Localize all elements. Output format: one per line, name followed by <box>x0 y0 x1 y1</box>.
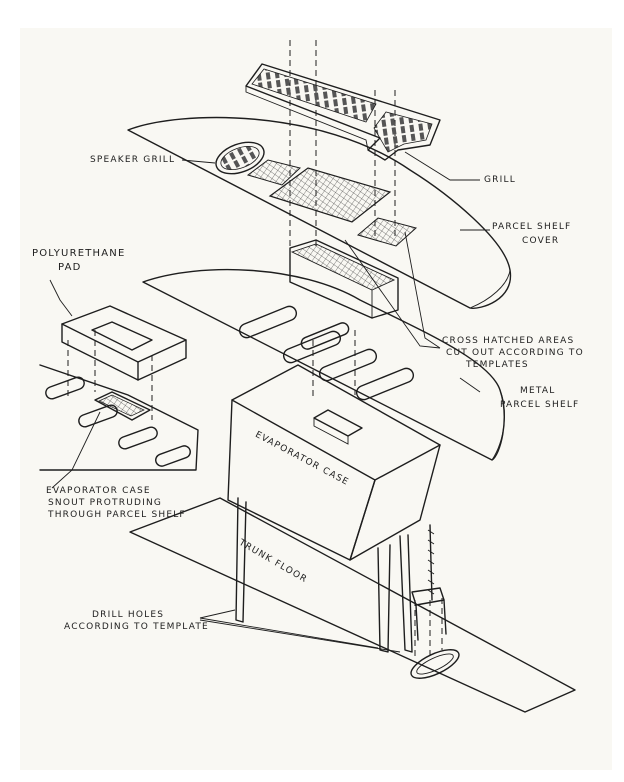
polyurethane-pad-part <box>61 305 187 381</box>
label-metal-line1: METAL <box>520 386 556 396</box>
label-snout-line3: THROUGH PARCEL SHELF <box>48 510 186 520</box>
label-cross-hatched-line1: CROSS HATCHED AREAS <box>442 336 575 346</box>
leader-lines <box>49 151 490 653</box>
label-polyurethane-line2: PAD <box>58 262 82 273</box>
label-drill-line2: ACCORDING TO TEMPLATE <box>64 622 209 632</box>
label-parcel-shelf-cover-line2: COVER <box>522 236 560 246</box>
label-speaker-grill: SPEAKER GRILL <box>90 155 176 165</box>
label-snout-line2: SNOUT PROTRUDING <box>48 498 163 508</box>
label-grill: GRILL <box>484 175 516 185</box>
trunk-floor-part <box>129 497 576 713</box>
label-metal-line2: PARCEL SHELF <box>500 400 580 410</box>
label-cross-hatched-line3: TEMPLATES <box>466 360 529 370</box>
parcel-shelf-cover-part <box>127 116 511 309</box>
label-cross-hatched-line2: CUT OUT ACCORDING TO <box>446 348 584 358</box>
evaporator-snout-piece <box>289 239 399 319</box>
metal-parcel-shelf-part <box>142 268 505 461</box>
label-polyurethane-line1: POLYURETHANE <box>32 248 126 259</box>
label-drill-line1: DRILL HOLES <box>92 610 165 620</box>
evaporator-case-part <box>227 364 447 653</box>
grill-part <box>245 63 441 161</box>
left-shelf-fragment <box>39 364 199 471</box>
label-parcel-shelf-cover-line1: PARCEL SHELF <box>492 222 572 232</box>
label-snout-line1: EVAPORATOR CASE <box>46 486 151 496</box>
shelf-slot-holes <box>238 305 415 401</box>
